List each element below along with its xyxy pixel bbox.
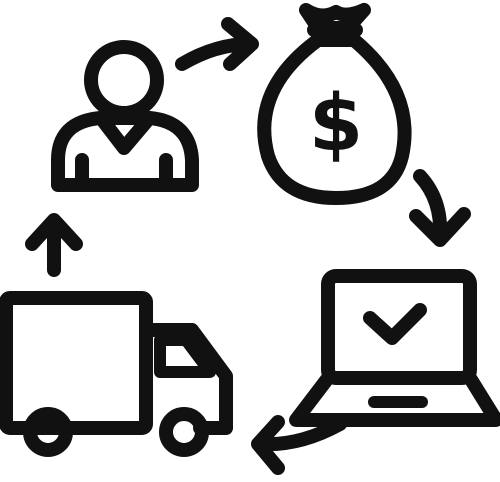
money-bag-icon: $ bbox=[257, 3, 412, 205]
arrow-down-shaft bbox=[413, 169, 448, 243]
arrow-right-icon bbox=[175, 17, 259, 71]
arrow-up-icon bbox=[25, 213, 83, 277]
delivery-truck-icon bbox=[0, 291, 233, 457]
arrow-left-icon bbox=[251, 415, 347, 475]
arrow-left-shaft bbox=[255, 417, 347, 452]
dollar-sign: $ bbox=[309, 79, 363, 169]
arrow-down-icon bbox=[409, 169, 471, 247]
money-bag-body bbox=[257, 33, 412, 205]
laptop-base bbox=[289, 371, 500, 427]
truck-window bbox=[154, 334, 216, 378]
truck-cab bbox=[139, 323, 233, 435]
truck-cargo bbox=[0, 291, 153, 435]
checkmark-icon bbox=[363, 303, 427, 345]
arrow-right-head bbox=[221, 17, 259, 71]
truck-wheel-front bbox=[159, 407, 209, 457]
person-arms bbox=[75, 153, 173, 191]
person-icon bbox=[51, 40, 199, 192]
laptop-screen bbox=[321, 269, 477, 385]
arrow-left-head bbox=[251, 415, 285, 475]
money-bag-knot bbox=[299, 3, 371, 35]
laptop-checkmark-icon bbox=[289, 269, 500, 427]
truck-wheel-rear bbox=[23, 407, 73, 457]
person-head bbox=[84, 40, 164, 120]
person-collar bbox=[97, 115, 153, 155]
arrow-down-head bbox=[409, 207, 471, 247]
arrow-up-head bbox=[25, 213, 83, 251]
